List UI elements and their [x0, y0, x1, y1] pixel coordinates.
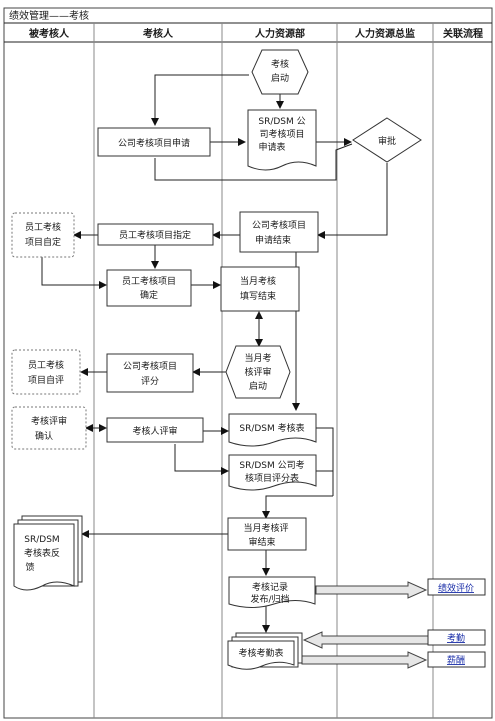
link-attendance[interactable]: 考勤	[427, 629, 486, 646]
svg-text:考勤: 考勤	[447, 632, 465, 644]
node-eval-start: 当月考 核评审 启动	[225, 345, 291, 399]
svg-text:馈: 馈	[25, 561, 34, 573]
lane-header-related: 关联流程	[443, 27, 483, 40]
node-confirm: 员工考核项目 确定	[106, 269, 192, 307]
svg-text:SR/DSM 公: SR/DSM 公	[258, 116, 305, 127]
svg-text:员工考核: 员工考核	[25, 221, 61, 233]
svg-text:确认: 确认	[35, 430, 53, 442]
node-self-set: 员工考核 项目自定	[11, 212, 75, 258]
node-eval-end: 当月考核评 审结束	[227, 517, 307, 551]
svg-text:考核: 考核	[271, 58, 289, 70]
svg-text:司考核项目: 司考核项目	[259, 128, 304, 140]
link-salary[interactable]: 薪酬	[427, 651, 486, 668]
svg-text:考核记录: 考核记录	[252, 581, 288, 593]
svg-text:核评审: 核评审	[244, 366, 271, 378]
node-record: 考核记录 发布/归档	[228, 576, 316, 608]
svg-text:评分: 评分	[141, 376, 159, 387]
node-apply: 公司考核项目申请	[97, 127, 211, 157]
lane-header-appraisee: 被考核人	[29, 27, 70, 40]
svg-text:项目自定: 项目自定	[25, 236, 61, 248]
svg-text:公司考核项目: 公司考核项目	[123, 360, 177, 372]
svg-text:申请结束: 申请结束	[255, 234, 291, 246]
svg-text:绩效评价: 绩效评价	[438, 582, 474, 594]
svg-text:员工考核项目: 员工考核项目	[122, 275, 176, 287]
svg-text:员工考核项目指定: 员工考核项目指定	[119, 229, 191, 241]
svg-text:薪酬: 薪酬	[447, 654, 465, 666]
node-reviewer: 考核人评审	[106, 417, 204, 443]
svg-text:公司考核项目: 公司考核项目	[252, 219, 306, 231]
svg-text:考核评审: 考核评审	[31, 415, 67, 427]
svg-text:SR/DSM 考核表: SR/DSM 考核表	[239, 422, 304, 434]
node-srdsm-form: SR/DSM 考核表	[228, 413, 317, 447]
svg-text:审结束: 审结束	[248, 536, 275, 548]
svg-text:核项目评分表: 核项目评分表	[245, 472, 299, 484]
svg-text:当月考核: 当月考核	[240, 275, 276, 287]
svg-text:SR/DSM 公司考: SR/DSM 公司考	[239, 460, 304, 471]
svg-text:发布/归档: 发布/归档	[250, 593, 289, 605]
node-start: 考核 启动	[251, 49, 309, 95]
node-self-eval: 员工考核 项目自评	[11, 349, 81, 395]
svg-text:考核考勤表: 考核考勤表	[238, 647, 283, 659]
svg-text:申请表: 申请表	[258, 141, 285, 153]
svg-text:启动: 启动	[249, 380, 267, 392]
svg-text:当月考: 当月考	[244, 352, 271, 364]
svg-text:当月考核评: 当月考核评	[243, 522, 288, 534]
arrow-from-attendance	[302, 631, 429, 649]
svg-text:SR/DSM: SR/DSM	[24, 535, 59, 545]
node-feedback: SR/DSM 考核表反 馈	[13, 515, 83, 591]
node-attendance-form: 考核考勤表	[227, 632, 303, 670]
node-approve: 审批	[352, 117, 422, 163]
svg-text:填写结束: 填写结束	[240, 290, 276, 302]
node-assign: 员工考核项目指定	[97, 223, 214, 246]
arrow-to-perf	[315, 581, 428, 599]
diagram-title: 绩效管理——考核	[9, 9, 89, 22]
svg-text:确定: 确定	[140, 289, 158, 301]
node-fill-end: 当月考核 填写结束	[220, 266, 300, 312]
svg-text:考核表反: 考核表反	[24, 547, 60, 559]
svg-text:公司考核项目申请: 公司考核项目申请	[118, 137, 190, 149]
svg-text:考核人评审: 考核人评审	[132, 425, 177, 437]
svg-text:启动: 启动	[271, 72, 289, 84]
svg-text:项目自评: 项目自评	[28, 374, 64, 386]
lane-header-hr: 人力资源部	[255, 27, 305, 40]
node-apply-end: 公司考核项目 申请结束	[239, 211, 319, 253]
node-score-form: SR/DSM 公司考 核项目评分表	[228, 454, 317, 491]
node-company-score: 公司考核项目 评分	[106, 353, 194, 393]
lane-header-appraiser: 考核人	[143, 27, 174, 40]
node-apply-form: SR/DSM 公 司考核项目 申请表	[247, 109, 317, 171]
lane-header-hr-director: 人力资源总监	[355, 27, 415, 40]
svg-text:员工考核: 员工考核	[28, 359, 64, 371]
svg-text:审批: 审批	[378, 135, 396, 147]
node-eval-confirm: 考核评审 确认	[11, 406, 87, 450]
link-perf-eval[interactable]: 绩效评价	[427, 578, 486, 596]
arrow-to-salary	[301, 651, 428, 669]
